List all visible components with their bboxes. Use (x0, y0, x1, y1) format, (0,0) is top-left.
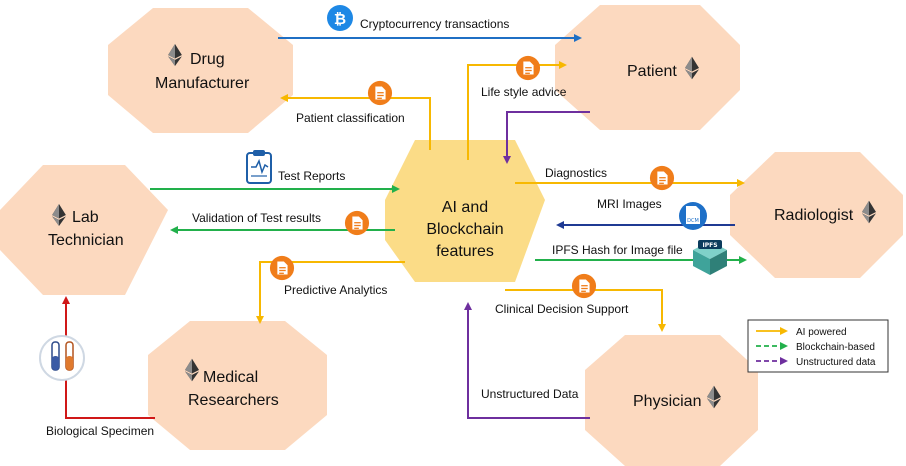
predictive-label: Predictive Analytics (284, 283, 387, 297)
svg-text:IPFS: IPFS (702, 242, 717, 249)
physician-node (585, 335, 758, 466)
legend-item-blockchain: Blockchain-based (756, 342, 875, 353)
center-label-line1: AI and (442, 199, 488, 216)
drug-manufacturer-node (108, 8, 293, 133)
center-label-line2: Blockchain (426, 221, 503, 238)
lab-technician-node (0, 165, 168, 295)
lifestyle-label: Life style advice (481, 85, 567, 99)
document-icon (571, 273, 597, 299)
document-icon (367, 80, 393, 106)
medical-researchers-node (148, 321, 327, 450)
radiologist-node (730, 152, 903, 278)
mri-label: MRI Images (597, 197, 662, 211)
clinical-arrow (505, 289, 666, 332)
legend-item-unstructured: Unstructured data (756, 357, 876, 368)
legend-label-blockchain: Blockchain-based (796, 342, 875, 353)
test-reports-label: Test Reports (278, 169, 345, 183)
ipfs-hash-label: IPFS Hash for Image file (552, 243, 683, 257)
drug-manufacturer-label-line1: Drug (190, 51, 225, 68)
document-icon (269, 255, 295, 281)
dicom-file-icon: DCM (679, 202, 707, 230)
medical-researchers-label-line1: Medical (203, 369, 258, 386)
legend-label-unstructured: Unstructured data (796, 357, 876, 368)
center-label-line3: features (436, 243, 494, 260)
drug-manufacturer-label-line2: Manufacturer (155, 75, 250, 92)
crypto-label: Cryptocurrency transactions (360, 17, 509, 31)
patient-unstructured-arrow (503, 111, 590, 164)
specimen-label: Biological Specimen (46, 424, 154, 438)
test-report-icon (246, 150, 272, 184)
physician-label: Physician (633, 393, 701, 410)
legend-item-ai: AI powered (756, 327, 847, 338)
unstructured-label: Unstructured Data (481, 387, 579, 401)
diagnostics-label: Diagnostics (545, 166, 607, 180)
physician-unstructured-arrow (464, 302, 590, 419)
clinical-label: Clinical Decision Support (495, 302, 629, 316)
lab-technician-label-line1: Lab (72, 209, 99, 226)
legend: AI powered Blockchain-based Unstructured… (747, 319, 889, 373)
medical-researchers-label-line2: Researchers (188, 392, 279, 409)
ipfs-cube-icon: IPFS (693, 240, 727, 275)
svg-text:₿: ₿ (334, 10, 346, 28)
test-tubes-icon (39, 335, 85, 381)
lab-technician-label-line2: Technician (48, 232, 124, 249)
patient-classification-arrow (280, 94, 431, 150)
patient-label: Patient (627, 63, 677, 80)
validation-label: Validation of Test results (192, 211, 321, 225)
svg-text:DCM: DCM (687, 218, 699, 224)
document-icon (515, 55, 541, 81)
bitcoin-icon: ₿ (327, 5, 353, 31)
document-icon (649, 165, 675, 191)
patient-node (555, 5, 740, 130)
predictive-arrow (256, 261, 405, 324)
center-node (385, 140, 545, 282)
patient-classification-label: Patient classification (296, 111, 405, 125)
legend-label-ai: AI powered (796, 327, 847, 338)
radiologist-label: Radiologist (774, 207, 854, 224)
document-icon (344, 210, 370, 236)
